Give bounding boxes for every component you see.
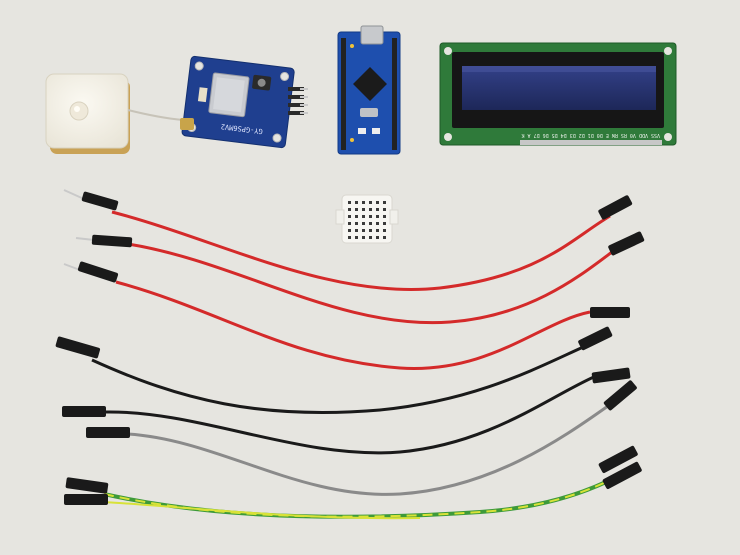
breadboard-hole <box>376 201 379 204</box>
breadboard-hole <box>362 201 365 204</box>
breadboard-hole <box>348 236 351 239</box>
breadboard-hole <box>355 201 358 204</box>
breadboard-hole <box>362 215 365 218</box>
breadboard-hole <box>355 236 358 239</box>
usb-connector <box>360 25 384 45</box>
lcd-header-pins <box>520 140 662 145</box>
breadboard-hole <box>369 236 372 239</box>
breadboard-hole <box>348 208 351 211</box>
breadboard-hole <box>355 208 358 211</box>
red-wire-2 <box>75 231 645 325</box>
breadboard-hole <box>355 229 358 232</box>
breadboard-hole <box>369 208 372 211</box>
breadboard-hole <box>383 222 386 225</box>
nano-pin-row-left <box>341 38 346 150</box>
breadboard-hole <box>376 229 379 232</box>
breadboard-hole <box>362 222 365 225</box>
gps-header-pins <box>288 87 308 115</box>
breadboard-hole <box>376 236 379 239</box>
breadboard-hole <box>362 236 365 239</box>
breadboard-hole <box>369 215 372 218</box>
gps-antenna <box>45 73 184 154</box>
red-wire-1 <box>63 189 633 292</box>
breadboard-hole <box>376 215 379 218</box>
black-wire-1 <box>55 326 613 415</box>
breadboard-hole <box>369 222 372 225</box>
breadboard-hole <box>376 208 379 211</box>
red-wire-3 <box>63 261 630 370</box>
breadboard-hole <box>383 215 386 218</box>
lcd-pin-labels: VSS VDD V0 RS RW E D0 D1 D2 D3 D4 D5 D6 … <box>522 132 660 138</box>
breadboard-hole <box>369 229 372 232</box>
lcd-display: VSS VDD V0 RS RW E D0 D1 D2 D3 D4 D5 D6 … <box>439 42 677 146</box>
breadboard-holes <box>348 201 386 239</box>
breadboard-hole <box>369 201 372 204</box>
breadboard-hole <box>348 201 351 204</box>
gps-module: GY-GPS6MV2 <box>180 55 308 149</box>
breadboard-hole <box>362 208 365 211</box>
breadboard-hole <box>383 201 386 204</box>
mini-breadboard <box>335 194 399 244</box>
breadboard-hole <box>355 215 358 218</box>
breadboard-hole <box>383 208 386 211</box>
breadboard-hole <box>362 229 365 232</box>
nano-pin-row-right <box>392 38 397 150</box>
arduino-nano <box>337 25 401 155</box>
breadboard-hole <box>348 222 351 225</box>
lcd-screen <box>462 66 656 110</box>
black-wire-2 <box>62 367 631 455</box>
green-yellow-wire <box>64 445 642 520</box>
breadboard-hole <box>355 222 358 225</box>
breadboard-hole <box>383 229 386 232</box>
breadboard-hole <box>348 229 351 232</box>
breadboard-hole <box>376 222 379 225</box>
jumper-wires <box>55 189 645 520</box>
breadboard-hole <box>348 215 351 218</box>
breadboard-hole <box>383 236 386 239</box>
gray-wire <box>86 380 637 496</box>
